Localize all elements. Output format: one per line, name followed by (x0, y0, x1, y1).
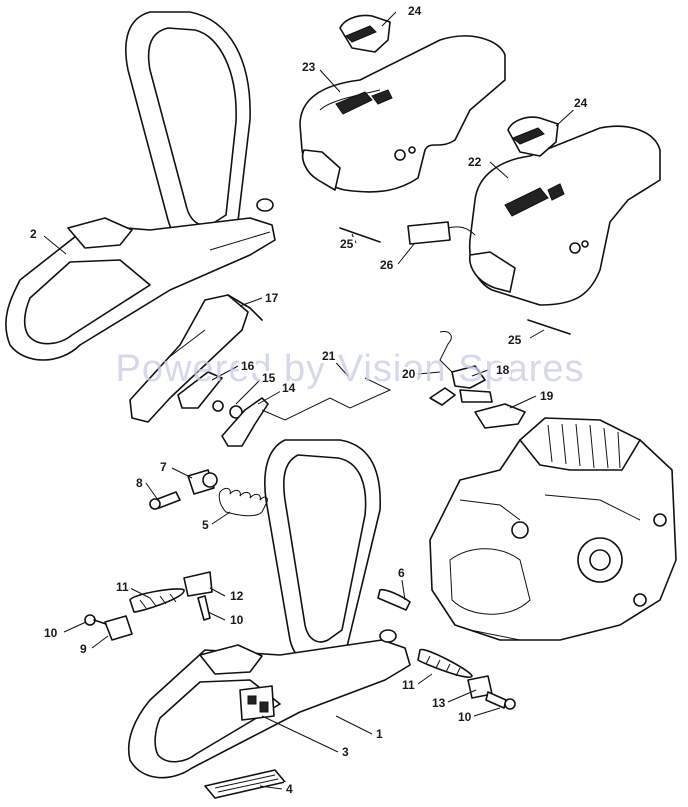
callout-24-top: 24 (406, 4, 424, 18)
callout-17: 17 (263, 291, 281, 305)
callout-13: 13 (430, 696, 448, 710)
callout-18: 18 (494, 363, 512, 377)
callout-9: 9 (78, 642, 89, 656)
handlebar-upper (5, 11, 276, 361)
callout-16: 16 (239, 359, 257, 373)
callout-7: 7 (158, 460, 169, 474)
parts-9-12-left (84, 571, 213, 641)
shroud-23 (299, 35, 506, 193)
callout-11-right: 11 (400, 678, 417, 692)
callout-26: 26 (378, 258, 396, 272)
cover-17 (129, 294, 263, 423)
cap-24-right (507, 116, 559, 157)
callout-21: 21 (320, 349, 338, 363)
shroud-22 (468, 125, 661, 306)
callout-8: 8 (134, 476, 145, 490)
callout-20: 20 (400, 367, 418, 381)
callout-24-right: 24 (572, 96, 590, 110)
engine-block (429, 417, 677, 641)
callout-15: 15 (260, 371, 278, 385)
callout-5: 5 (200, 518, 211, 532)
callout-11-left: 11 (114, 580, 131, 594)
decal-26 (407, 221, 451, 245)
callout-25-right: 25 (506, 333, 524, 347)
callout-10-center: 10 (228, 613, 246, 627)
callout-6: 6 (396, 566, 407, 580)
callout-14: 14 (280, 381, 298, 395)
pin-25-left (339, 227, 381, 243)
callout-4: 4 (284, 782, 295, 796)
pin-25-right (527, 319, 571, 335)
decal-26-arrow (447, 226, 476, 236)
callout-12: 12 (228, 589, 246, 603)
parts-18-20 (429, 331, 526, 429)
callout-19: 19 (538, 389, 556, 403)
parts-14-16 (177, 371, 269, 447)
callout-23: 23 (300, 60, 318, 74)
callout-22: 22 (466, 155, 484, 169)
callout-10-left: 10 (42, 626, 60, 640)
watermark: Powered by Vision Spares (115, 348, 585, 390)
callout-10-right: 10 (456, 710, 474, 724)
callout-1: 1 (374, 727, 385, 741)
cap-24-top (339, 14, 391, 53)
throttle-rod-21 (261, 377, 392, 421)
leader-lines (43, 11, 581, 790)
parts-10-13-right (377, 588, 516, 710)
callout-3: 3 (340, 745, 351, 759)
parts-5-7-8 (149, 469, 268, 517)
callout-25-left: 25 (338, 237, 356, 251)
handlebar-lower (127, 439, 411, 779)
decal-4 (204, 769, 286, 799)
callout-2: 2 (28, 227, 39, 241)
